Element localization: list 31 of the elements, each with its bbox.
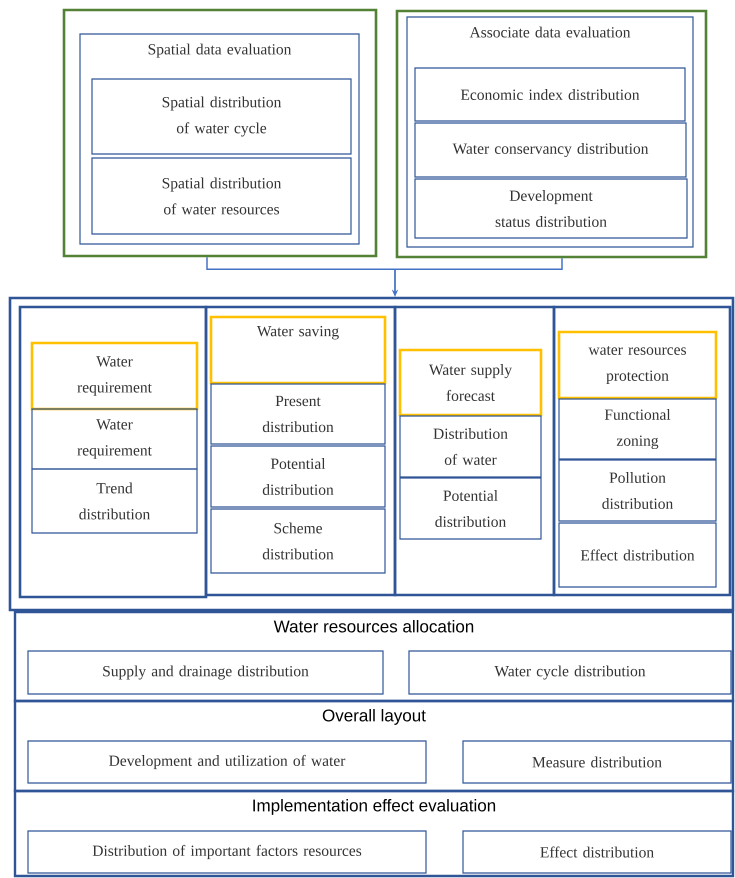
text-box: Economic index distribution [414,67,686,122]
column-box [394,306,556,596]
text-box: Functional zoning [558,398,717,460]
text-box: Present distribution [210,383,386,445]
text-box: Distribution of important factors resources [27,830,427,874]
heading-box: water resources protection [558,330,718,400]
column-box [18,306,208,598]
text-box: Potential distribution [210,445,386,508]
container-box [8,296,734,612]
text-box: Spatial distribution of water resources [91,157,352,235]
text-box: Scheme distribution [210,508,386,574]
text-box: Water requirement [31,408,198,470]
heading-box: Water supply forecast [398,348,542,416]
text-box: Measure distribution [462,740,732,784]
text-box: Development and utilization of water [27,740,427,784]
text-box: Effect distribution [558,522,717,588]
text-box: Effect distribution [462,830,732,874]
text-box: Water cycle distribution [408,650,732,695]
column-box [552,306,732,596]
text-box: Development status distribution [414,178,688,239]
heading-box: Water requirement [30,342,198,410]
heading-box: Water saving [210,316,386,384]
text-box: Distribution of water [399,415,542,478]
text-box: Potential distribution [399,477,542,540]
text-box: Trend distribution [31,468,198,534]
text-box: Spatial distribution of water cycle [91,78,352,155]
text-box: Supply and drainage distribution [27,650,384,695]
text-box: Water conservancy distribution [414,122,687,178]
column-box [204,306,396,596]
text-box: Pollution distribution [558,459,717,522]
group-frame [62,8,378,258]
